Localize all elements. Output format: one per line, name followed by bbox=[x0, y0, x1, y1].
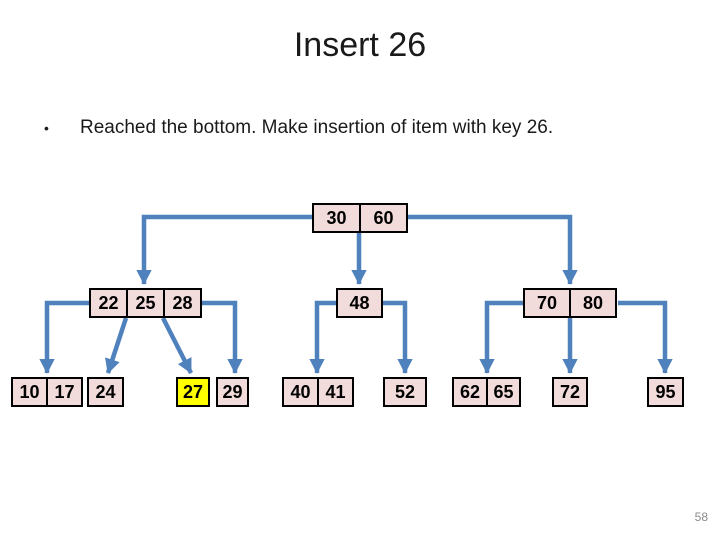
btree-node-leaf-95: 95 bbox=[647, 377, 684, 407]
tree-edge-n-48-to-leaf-40-41 bbox=[309, 300, 336, 374]
btree-node-leaf-24: 24 bbox=[87, 377, 124, 407]
tree-edge-root-30-60-to-n-22-25-28 bbox=[136, 214, 312, 285]
node-key-17: 17 bbox=[48, 379, 81, 405]
tree-edge-n-70-80-to-leaf-62-65 bbox=[479, 300, 523, 374]
btree-node-n-48: 48 bbox=[336, 288, 383, 318]
node-key-60: 60 bbox=[361, 205, 406, 231]
node-key-62: 62 bbox=[454, 379, 488, 405]
node-key-10: 10 bbox=[13, 379, 48, 405]
node-key-65: 65 bbox=[488, 379, 519, 405]
node-key-30: 30 bbox=[314, 205, 361, 231]
node-key-27: 27 bbox=[178, 379, 208, 405]
bullet-item: • Reached the bottom. Make insertion of … bbox=[44, 116, 684, 140]
node-key-25: 25 bbox=[128, 290, 165, 316]
slide-title: Insert 26 bbox=[293, 26, 427, 64]
node-key-72: 72 bbox=[554, 379, 586, 405]
tree-edge-n-22-25-28-to-leaf-24 bbox=[105, 317, 129, 374]
tree-edge-n-22-25-28-to-leaf-27 bbox=[160, 316, 194, 375]
btree-node-leaf-29: 29 bbox=[216, 377, 249, 407]
node-key-40: 40 bbox=[284, 379, 319, 405]
tree-edge-n-70-80-to-leaf-95 bbox=[618, 300, 673, 374]
tree-edge-n-22-25-28-to-leaf-29 bbox=[200, 300, 243, 374]
tree-edge-n-22-25-28-to-leaf-10-17 bbox=[39, 300, 89, 374]
node-key-22: 22 bbox=[91, 290, 128, 316]
node-key-48: 48 bbox=[338, 290, 381, 316]
node-key-52: 52 bbox=[385, 379, 425, 405]
node-key-24: 24 bbox=[89, 379, 122, 405]
page-number: 58 bbox=[694, 510, 708, 524]
btree-node-leaf-72: 72 bbox=[552, 377, 588, 407]
node-key-70: 70 bbox=[525, 290, 571, 316]
node-key-80: 80 bbox=[571, 290, 615, 316]
bullet-icon: • bbox=[44, 120, 49, 136]
node-key-28: 28 bbox=[165, 290, 200, 316]
tree-edge-root-30-60-to-n-70-80 bbox=[406, 214, 578, 285]
node-key-41: 41 bbox=[319, 379, 352, 405]
node-key-29: 29 bbox=[218, 379, 247, 405]
btree-node-leaf-52: 52 bbox=[383, 377, 427, 407]
node-key-95: 95 bbox=[649, 379, 682, 405]
bullet-text: Reached the bottom. Make insertion of it… bbox=[80, 117, 554, 138]
tree-edge-n-48-to-leaf-52 bbox=[383, 300, 413, 374]
btree-node-leaf-27: 27 bbox=[176, 377, 210, 407]
